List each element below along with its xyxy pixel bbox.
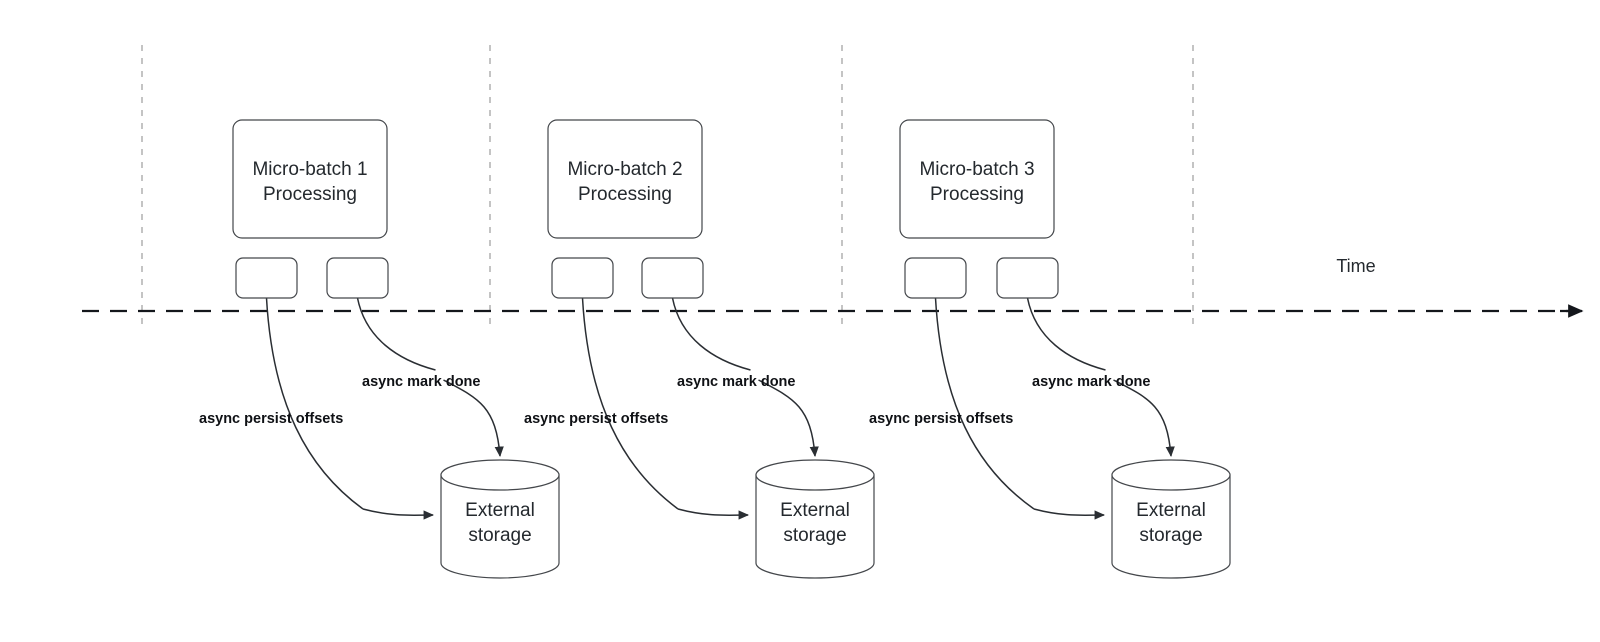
external-storage-cylinder-top [440,459,560,491]
async-mark-done-arrow-1 [356,297,436,371]
async-persist-offsets-label-2: async persist offsets [524,411,668,427]
async-mark-done-arrowhead-3 [1113,379,1175,458]
async-persist-offsets-arrowhead-1 [362,508,435,520]
async-persist-offsets-arrowhead-3 [1033,508,1106,520]
micro-batch-box-line1: Micro-batch 1 [252,159,367,180]
external-storage-label-line2: storage [783,525,846,546]
micro-batch-processing-box[interactable] [899,119,1055,239]
mark-done-task-box[interactable] [996,257,1059,299]
micro-batch-box-line2: Processing [930,184,1024,205]
async-persist-offsets-arrow-1 [265,297,364,510]
external-storage-label-line2: storage [1139,525,1202,546]
time-axis: Time [82,256,1584,318]
persist-offsets-task-box[interactable] [235,257,298,299]
async-mark-done-arrowhead-1 [443,379,504,458]
async-persist-offsets-arrow-3 [934,297,1035,510]
async-persist-offsets-arrow-2 [581,297,679,510]
external-storage-label-line1: External [465,500,535,521]
micro-batch-box-line1: Micro-batch 2 [567,159,682,180]
async-mark-done-label-3: async mark done [1032,374,1150,390]
micro-batch-box-line2: Processing [263,184,357,205]
diagram-shapes [232,119,1231,579]
external-storage-cylinder-body[interactable] [755,474,875,579]
mark-done-task-box[interactable] [641,257,704,299]
async-persist-offsets-label-1: async persist offsets [199,411,343,427]
connector-arrows [265,297,1175,520]
async-mark-done-label-2: async mark done [677,374,795,390]
async-persist-offsets-arrowhead-2 [677,508,750,520]
async-mark-done-label-1: async mark done [362,374,480,390]
external-storage-cylinder-top [755,459,875,491]
time-axis-label: Time [1336,256,1375,276]
async-persist-offsets-label-3: async persist offsets [869,411,1013,427]
external-storage-label-line1: External [780,500,850,521]
external-storage-cylinder-body[interactable] [1111,474,1231,579]
async-mark-done-arrow-2 [671,297,751,371]
async-mark-done-arrowhead-2 [758,379,819,458]
external-storage-label-line1: External [1136,500,1206,521]
persist-offsets-task-box[interactable] [551,257,614,299]
persist-offsets-task-box[interactable] [904,257,967,299]
micro-batch-processing-box[interactable] [232,119,388,239]
external-storage-cylinder-body[interactable] [440,474,560,579]
async-mark-done-arrow-3 [1026,297,1106,371]
external-storage-label-line2: storage [468,525,531,546]
external-storage-cylinder-top [1111,459,1231,491]
mark-done-task-box[interactable] [326,257,389,299]
micro-batch-box-line2: Processing [578,184,672,205]
micro-batch-processing-box[interactable] [547,119,703,239]
micro-batch-box-line1: Micro-batch 3 [919,159,1034,180]
